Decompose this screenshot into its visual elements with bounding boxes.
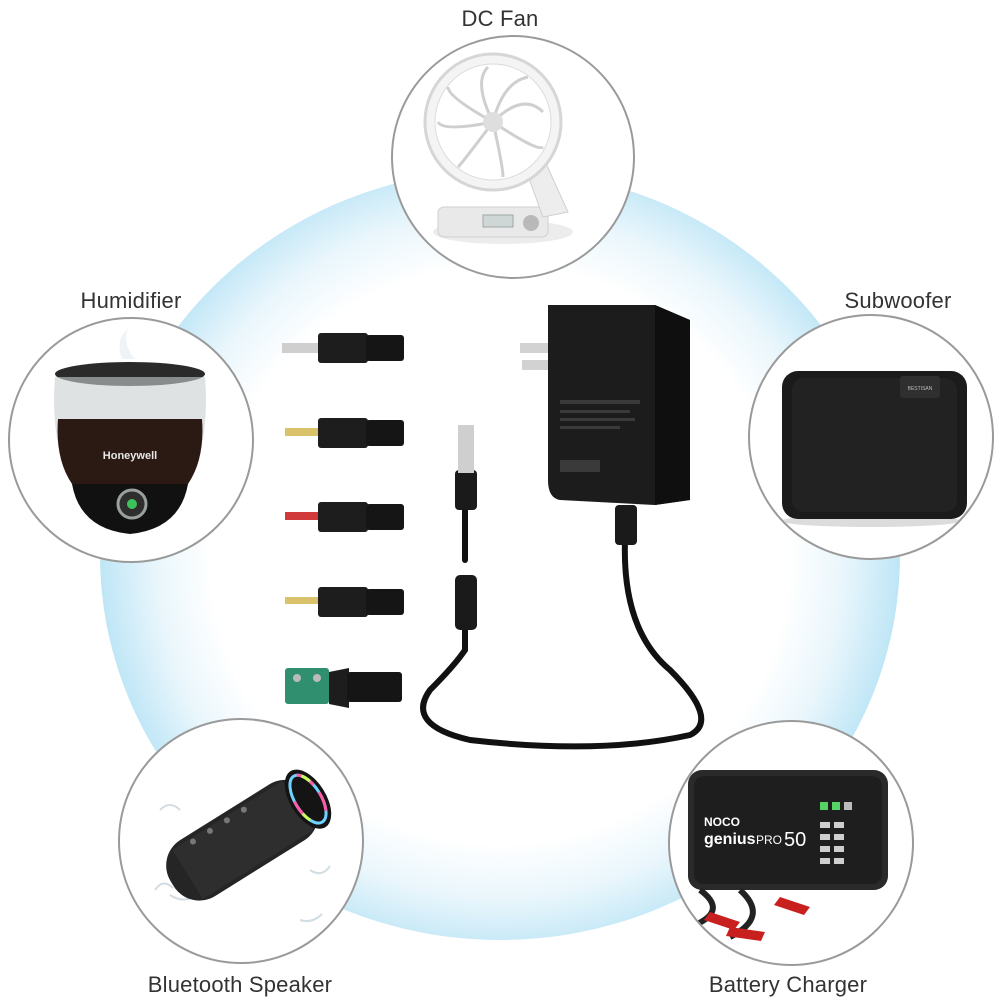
label-battery-charger: Battery Charger xyxy=(708,972,868,997)
humidifier-circle: Honeywell xyxy=(8,317,254,563)
power-adapter-icon xyxy=(520,305,690,505)
battery-charger-icon: NOCO genius PRO 50 xyxy=(688,770,888,941)
charger-model: genius xyxy=(704,831,756,848)
speaker-icon xyxy=(154,769,332,923)
label-bluetooth-speaker: Bluetooth Speaker xyxy=(147,972,333,997)
label-humidifier: Humidifier xyxy=(80,288,182,313)
bluetooth-speaker-circle xyxy=(118,718,364,964)
humidifier-icon: Honeywell xyxy=(54,329,206,534)
battery-charger-circle: NOCO genius PRO 50 xyxy=(668,720,914,966)
center-product xyxy=(282,305,705,750)
fan-icon xyxy=(423,52,573,244)
label-dc-fan: DC Fan xyxy=(461,6,539,31)
subwoofer-circle: BESTISAN xyxy=(748,314,994,560)
charger-brand: NOCO xyxy=(704,815,740,829)
subwoofer-tag: BESTISAN xyxy=(908,386,933,392)
charger-series: PRO xyxy=(756,833,782,847)
subwoofer-icon: BESTISAN xyxy=(781,371,967,527)
humidifier-brand: Honeywell xyxy=(103,450,157,462)
label-subwoofer: Subwoofer xyxy=(844,288,952,313)
connector-tip-icon xyxy=(282,333,404,708)
dc-fan-circle xyxy=(391,35,635,279)
charger-number: 50 xyxy=(784,829,806,851)
